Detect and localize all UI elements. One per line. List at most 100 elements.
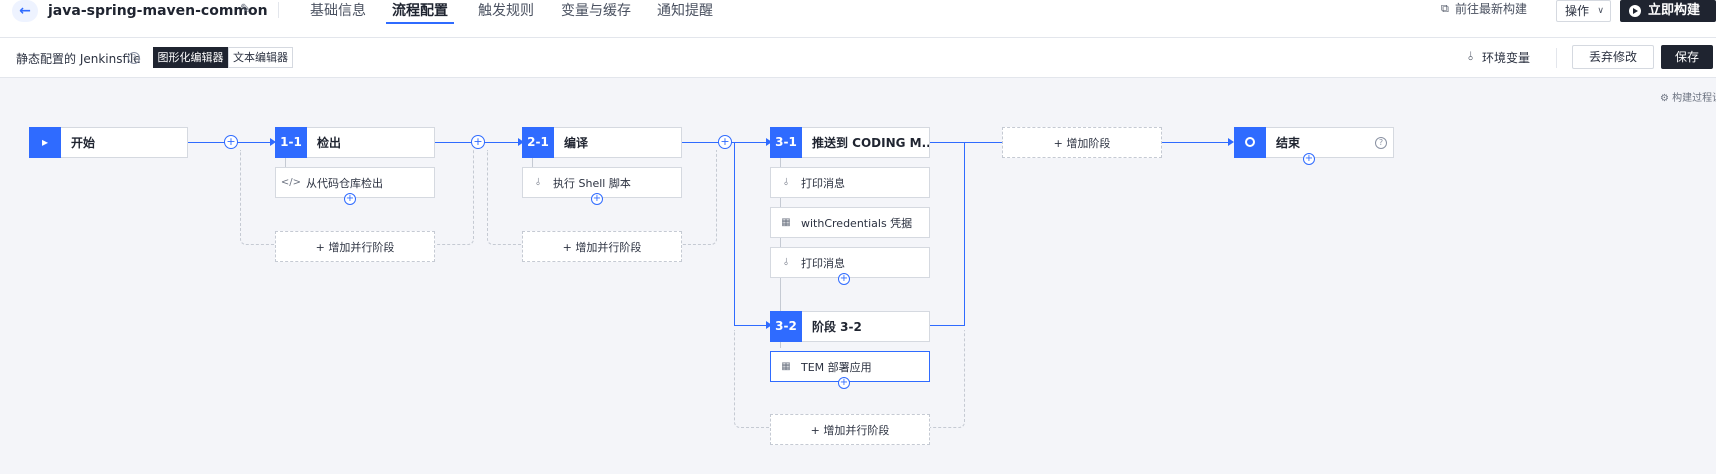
connector-arrow [518, 138, 524, 146]
operations-dropdown[interactable]: 操作 ∨ [1556, 0, 1611, 22]
branch-line [964, 142, 965, 325]
add-step-plus-icon[interactable]: + [1303, 153, 1315, 165]
add-stage-button[interactable]: + 增加阶段 [1002, 127, 1162, 158]
parallel-connector [434, 150, 474, 245]
stage-label: 阶段 3-2 [812, 320, 862, 334]
build-process-settings[interactable]: ⚙ 构建过程设 [1660, 89, 1716, 104]
project-title: java-spring-maven-common [48, 3, 268, 19]
tab-trigger-rules[interactable]: 触发规则 [478, 3, 534, 19]
back-button[interactable]: ← [12, 0, 38, 22]
top-bar: ← java-spring-maven-common ✎ 基础信息 流程配置 触… [0, 0, 1716, 38]
add-stage-plus-icon[interactable]: + [718, 135, 732, 149]
step-label: 从代码仓库检出 [306, 176, 383, 190]
stage-label: 推送到 CODING M... [812, 136, 929, 150]
grid-icon: ▦ [781, 361, 791, 372]
circle-icon [1234, 126, 1266, 158]
parallel-connector [928, 330, 965, 428]
help-icon[interactable]: ? [1375, 137, 1387, 149]
step-shell-script[interactable]: ⫰ 执行 Shell 脚本 [522, 167, 682, 198]
start-label: 开始 [71, 136, 96, 150]
stage-number: 3-2 [770, 310, 802, 342]
add-stage-plus-icon[interactable]: + [471, 135, 485, 149]
build-now-button[interactable]: 立即构建 [1620, 0, 1716, 22]
divider [278, 2, 279, 18]
operations-label: 操作 [1565, 4, 1590, 18]
stage-label: 检出 [317, 136, 342, 150]
step-tem-deploy[interactable]: ▦ TEM 部署应用 [770, 351, 930, 382]
sliders-icon: ⫰ [1468, 49, 1474, 63]
text-editor-toggle[interactable]: 文本编辑器 [228, 47, 293, 68]
help-icon[interactable]: ? [128, 52, 140, 64]
end-label: 结束 [1276, 136, 1301, 150]
grid-icon: ▦ [781, 217, 791, 228]
add-step-plus-icon[interactable]: + [591, 193, 603, 205]
env-vars-button[interactable]: ⫰ 环境变量 [1468, 49, 1531, 66]
stage-2-1[interactable]: 2-1 编译 [522, 126, 682, 158]
goto-latest-build-link[interactable]: ⧉ 前往最新构建 [1441, 0, 1528, 18]
connector-arrow [766, 138, 772, 146]
gear-icon: ⚙ [1660, 93, 1669, 104]
shell-icon: ⫰ [783, 177, 789, 188]
step-label: withCredentials 凭据 [801, 216, 913, 230]
stage-3-1[interactable]: 3-1 推送到 CODING M... [770, 126, 930, 158]
play-icon: ▸ [29, 126, 61, 158]
editor-toolbar: 静态配置的 Jenkinsfile ? 图形化编辑器 文本编辑器 ⫰ 环境变量 … [0, 38, 1716, 78]
step-checkout[interactable]: </> 从代码仓库检出 [275, 167, 435, 198]
connector-line [1162, 142, 1228, 143]
chevron-down-icon: ∨ [1597, 6, 1604, 16]
env-vars-label: 环境变量 [1482, 51, 1531, 65]
tab-notifications[interactable]: 通知提醒 [657, 3, 713, 19]
external-link-icon: ⧉ [1441, 2, 1449, 15]
step-with-credentials[interactable]: ▦ withCredentials 凭据 [770, 207, 930, 238]
active-tab-indicator [386, 22, 454, 24]
step-label: 执行 Shell 脚本 [553, 176, 631, 190]
add-step-plus-icon[interactable]: + [838, 273, 850, 285]
add-stage-plus-icon[interactable]: + [224, 135, 238, 149]
step-label: TEM 部署应用 [801, 360, 872, 374]
arrow-left-icon: ← [19, 3, 31, 19]
connector-line [930, 142, 1002, 143]
stage-3-2[interactable]: 3-2 阶段 3-2 [770, 310, 930, 342]
branch-line [734, 142, 735, 325]
tab-basic-info[interactable]: 基础信息 [310, 3, 366, 19]
parallel-connector [734, 330, 770, 428]
branch-line [930, 325, 965, 326]
step-print-message[interactable]: ⫰ 打印消息 [770, 247, 930, 278]
step-connector [532, 158, 533, 170]
edit-icon[interactable]: ✎ [240, 2, 251, 17]
tab-variables-cache[interactable]: 变量与缓存 [561, 3, 631, 19]
connector-arrow [766, 321, 772, 329]
visual-editor-toggle[interactable]: 图形化编辑器 [153, 47, 228, 68]
add-step-plus-icon[interactable]: + [838, 377, 850, 389]
end-node[interactable]: 结束 ? [1234, 126, 1394, 158]
build-process-label: 构建过程设 [1672, 93, 1716, 104]
stage-1-1[interactable]: 1-1 检出 [275, 126, 435, 158]
play-icon [1629, 5, 1641, 17]
add-parallel-stage-button[interactable]: + 增加并行阶段 [522, 231, 682, 262]
save-button[interactable]: 保存 [1661, 45, 1713, 69]
stage-number: 1-1 [275, 126, 307, 158]
discard-changes-button[interactable]: 丢弃修改 [1572, 45, 1654, 69]
shell-icon: ⫰ [535, 177, 541, 188]
step-connector [285, 158, 286, 170]
step-print-message[interactable]: ⫰ 打印消息 [770, 167, 930, 198]
step-label: 打印消息 [801, 176, 845, 190]
shell-icon: ⫰ [783, 257, 789, 268]
parallel-connector [240, 150, 275, 245]
connector-arrow [1228, 138, 1234, 146]
stage-number: 2-1 [522, 126, 554, 158]
stage-label: 编译 [564, 136, 589, 150]
add-parallel-stage-button[interactable]: + 增加并行阶段 [275, 231, 435, 262]
build-now-label: 立即构建 [1648, 3, 1701, 18]
start-node[interactable]: ▸ 开始 [29, 126, 188, 158]
parallel-connector [681, 150, 717, 245]
add-step-plus-icon[interactable]: + [344, 193, 356, 205]
stage-number: 3-1 [770, 126, 802, 158]
branch-line [734, 325, 766, 326]
step-label: 打印消息 [801, 256, 845, 270]
tab-pipeline-config[interactable]: 流程配置 [392, 3, 448, 19]
parallel-connector [487, 150, 522, 245]
divider [1556, 48, 1557, 68]
goto-latest-label: 前往最新构建 [1455, 2, 1528, 16]
add-parallel-stage-button[interactable]: + 增加并行阶段 [770, 414, 930, 445]
